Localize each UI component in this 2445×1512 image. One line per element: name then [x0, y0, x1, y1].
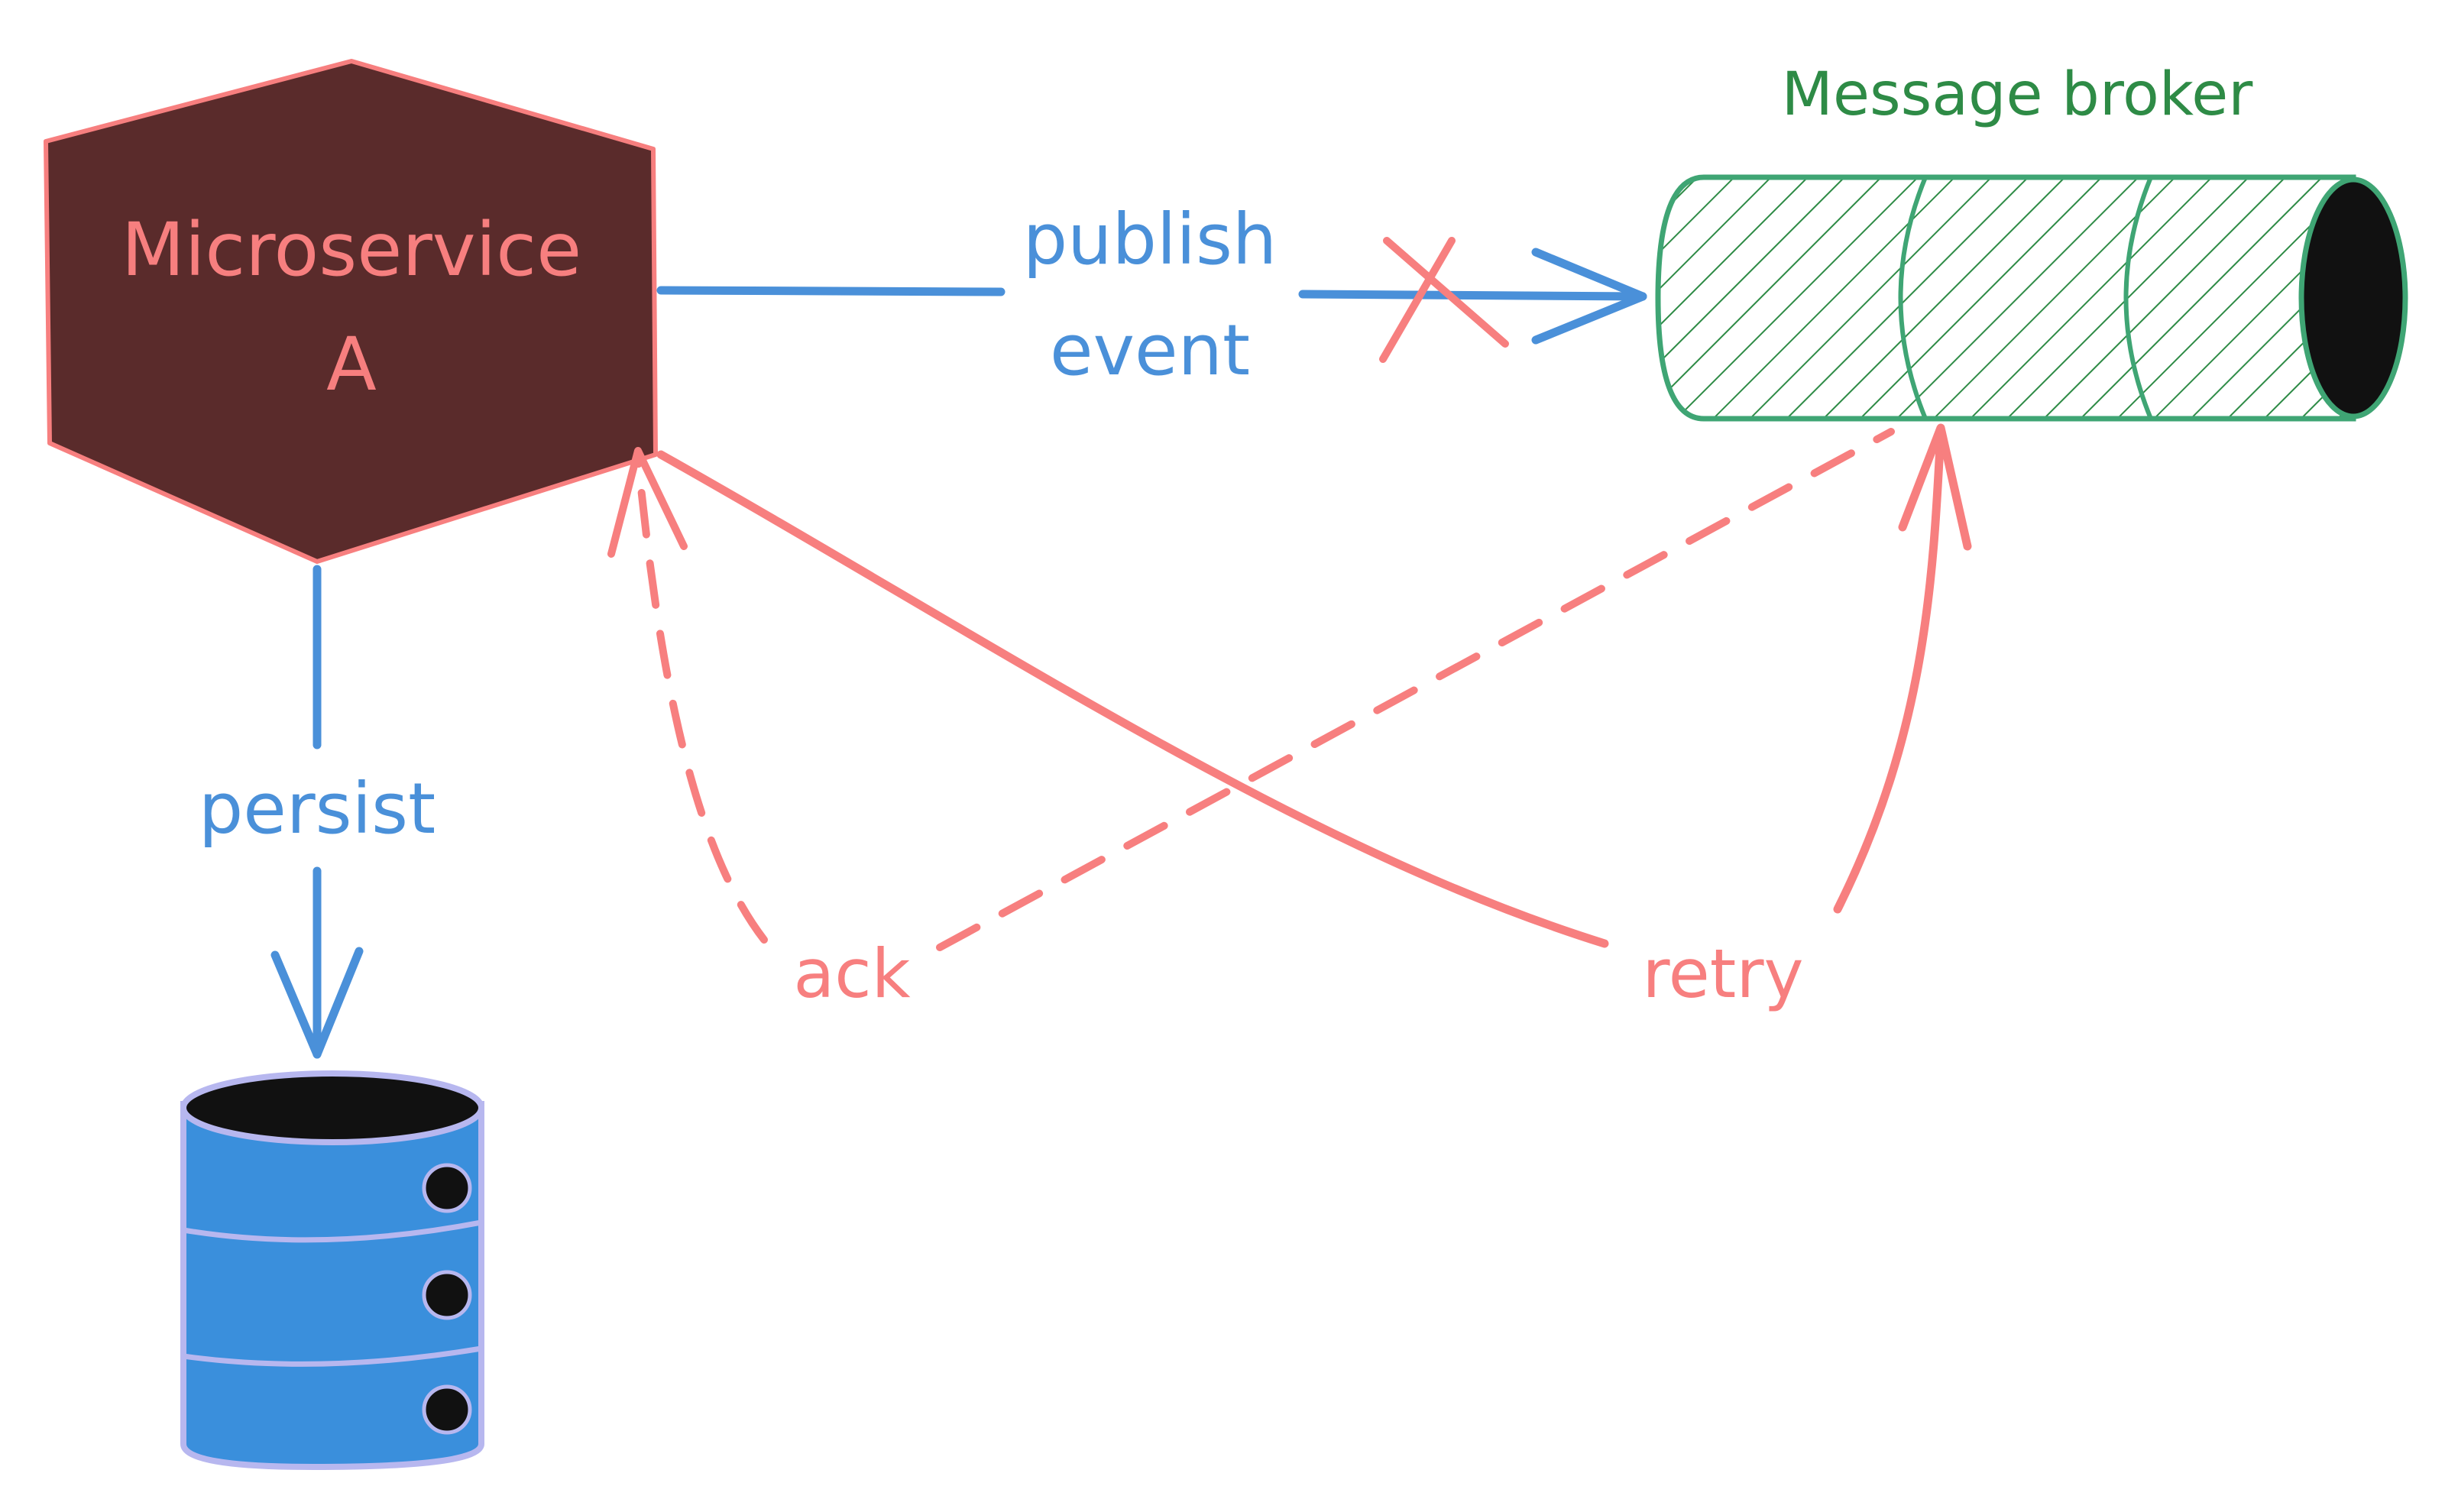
microservice-label-line2: A [326, 322, 377, 407]
broker-segment-2 [2123, 176, 2153, 420]
retry-arrowhead [1898, 423, 1972, 551]
database-indicator-3 [422, 1384, 472, 1435]
publish-line-left [656, 286, 1006, 296]
publish-label-line1: publish [1023, 199, 1277, 280]
microservice-a-node: Microservice A [44, 59, 658, 564]
ack-line-to-broker [936, 428, 1895, 951]
ack-arrowhead [607, 447, 688, 558]
microservice-label-line1: Microservice [121, 207, 581, 293]
retry-line-from-microservice [656, 450, 1609, 948]
database-indicator-1 [422, 1163, 472, 1213]
broker-cylinder-opening [2298, 176, 2408, 419]
publish-event-edge: publish event [656, 199, 1647, 391]
message-broker-node: Message broker [1655, 60, 2408, 422]
database-body [180, 1101, 484, 1471]
database-node [180, 1070, 484, 1471]
failure-cross-icon [1379, 237, 1509, 363]
database-top [180, 1070, 484, 1145]
ack-line-to-microservice [634, 455, 768, 944]
database-indicator-2 [422, 1270, 472, 1320]
message-broker-label: Message broker [1782, 60, 2254, 129]
persist-edge: persist [199, 565, 436, 1059]
persist-arrowhead [270, 947, 364, 1059]
retry-label: retry [1642, 934, 1803, 1013]
broker-cylinder-body [1655, 174, 2356, 422]
publish-line-right [1298, 290, 1647, 301]
retry-edge: retry [656, 423, 1972, 1013]
database-divider-2 [183, 1345, 482, 1367]
publish-arrowhead [1531, 248, 1647, 345]
retry-line-to-broker [1833, 427, 1945, 914]
ack-edge: ack [607, 428, 1895, 1013]
broker-segment-1 [1898, 176, 1928, 420]
persist-label: persist [199, 768, 436, 850]
publish-label-line2: event [1050, 309, 1250, 391]
database-divider-1 [183, 1219, 482, 1243]
microservice-hexagon-shape [44, 59, 658, 564]
ack-label: ack [793, 934, 910, 1013]
